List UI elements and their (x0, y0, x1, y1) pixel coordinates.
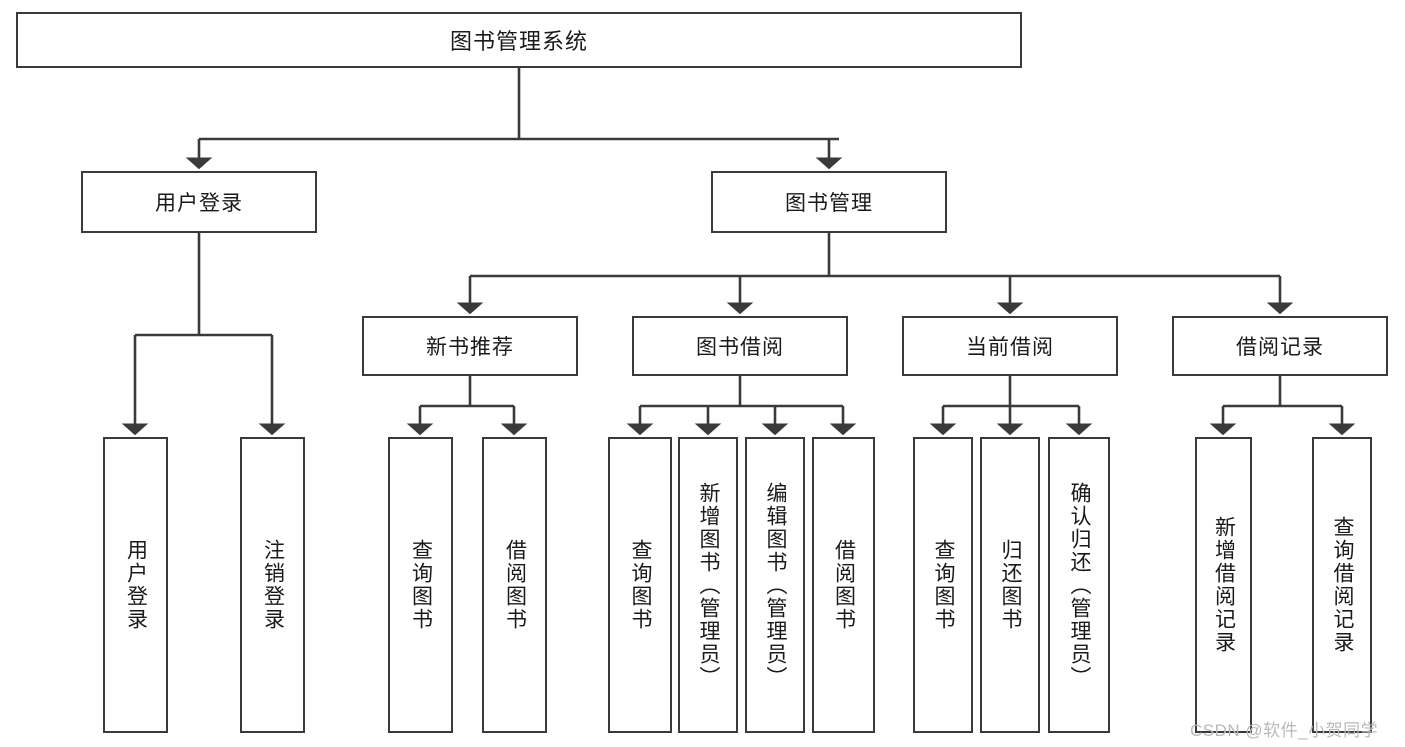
watermark: CSDN @软件_小贺同学 (1190, 721, 1379, 740)
node-label: 用户登录 (124, 539, 148, 631)
node-label: 当前借阅 (966, 336, 1054, 359)
node-label: 图书管理 (785, 192, 873, 215)
node-user-login[interactable]: 用户登录 (81, 171, 317, 233)
node-label: 借阅记录 (1236, 336, 1324, 359)
node-label: 确认归还（管理员） (1067, 481, 1091, 689)
node-label: 查询图书 (409, 539, 433, 631)
node-leaf-add-record[interactable]: 新增借阅记录 (1195, 437, 1252, 733)
node-label: 新增图书（管理员） (696, 481, 720, 689)
node-borrow-record[interactable]: 借阅记录 (1172, 316, 1388, 376)
node-label: 借阅图书 (832, 539, 856, 631)
node-leaf-query-book-1[interactable]: 查询图书 (388, 437, 453, 733)
node-leaf-query-book-3[interactable]: 查询图书 (913, 437, 973, 733)
node-leaf-user-login[interactable]: 用户登录 (103, 437, 168, 733)
node-book-borrow[interactable]: 图书借阅 (632, 316, 848, 376)
node-label: 图书借阅 (696, 336, 784, 359)
node-leaf-borrow-book-2[interactable]: 借阅图书 (812, 437, 875, 733)
node-label: 查询借阅记录 (1330, 516, 1354, 654)
node-leaf-user-logout[interactable]: 注销登录 (240, 437, 305, 733)
node-leaf-confirm-return[interactable]: 确认归还（管理员） (1048, 437, 1110, 733)
node-leaf-edit-book[interactable]: 编辑图书（管理员） (745, 437, 805, 733)
node-label: 新书推荐 (426, 336, 514, 359)
node-new-book-rec[interactable]: 新书推荐 (362, 316, 578, 376)
node-label: 注销登录 (261, 539, 285, 631)
node-leaf-return-book[interactable]: 归还图书 (980, 437, 1040, 733)
node-leaf-add-book[interactable]: 新增图书（管理员） (678, 437, 738, 733)
node-leaf-query-book-2[interactable]: 查询图书 (608, 437, 672, 733)
node-label: 借阅图书 (503, 539, 527, 631)
node-label: 查询图书 (628, 539, 652, 631)
node-label: 编辑图书（管理员） (763, 481, 787, 689)
node-label: 归还图书 (998, 539, 1022, 631)
node-label: 查询图书 (931, 539, 955, 631)
node-label: 图书管理系统 (449, 29, 588, 54)
node-label: 新增借阅记录 (1212, 516, 1236, 654)
node-current-borrow[interactable]: 当前借阅 (902, 316, 1118, 376)
node-leaf-query-record[interactable]: 查询借阅记录 (1312, 437, 1372, 733)
node-leaf-borrow-book-1[interactable]: 借阅图书 (482, 437, 547, 733)
node-label: 用户登录 (155, 192, 243, 215)
node-root[interactable]: 图书管理系统 (16, 12, 1022, 68)
node-book-manage[interactable]: 图书管理 (711, 171, 947, 233)
